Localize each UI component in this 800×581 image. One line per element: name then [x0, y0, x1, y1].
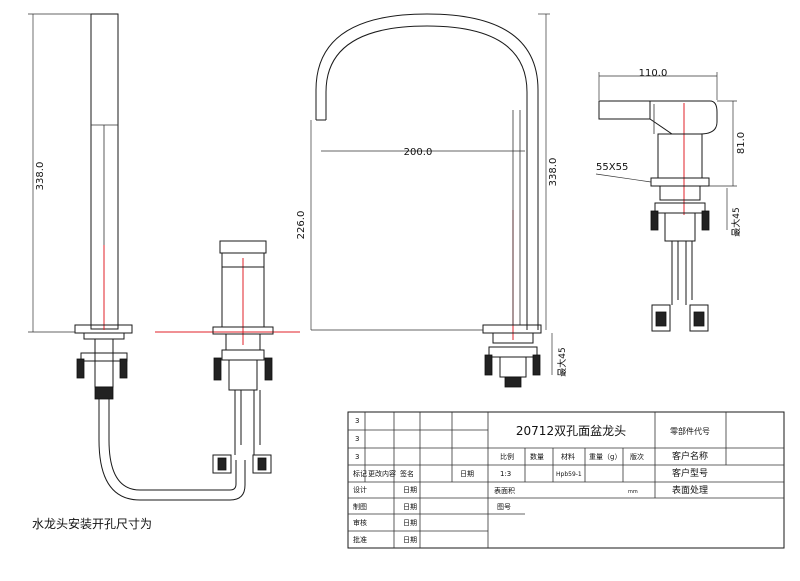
shower-bolt-left [76, 358, 85, 379]
shower-nut [80, 352, 128, 362]
spout-neck [492, 332, 534, 344]
handle-bolt-right [701, 210, 710, 231]
spout-connector [504, 376, 522, 388]
handle-shank [664, 212, 696, 242]
hand-shower-view: 338.0 [28, 13, 246, 501]
valve-fitting-left [212, 454, 232, 474]
shower-bolt-right [119, 358, 128, 379]
row-mark-1: 3 [355, 417, 359, 425]
part-code-label: 零部件代号 [670, 426, 710, 436]
title-block-frame [347, 411, 785, 549]
spout-bolt-left [484, 354, 493, 376]
title-block: 3 3 3 20712双孔面盆龙头 零部件代号 标记 更改内容 签名 日期 比例… [347, 411, 785, 549]
handle-fitting-right-nut [693, 311, 705, 327]
dim-spout-reach: 200.0 [404, 147, 433, 158]
dim-base-size: 55X55 [596, 162, 628, 173]
spout-bolt-right [532, 354, 541, 376]
handle-body-block [657, 133, 703, 179]
handle-bolt-left [650, 210, 659, 231]
drawing-no-label: 图号 [497, 503, 511, 511]
leader-55x55 [595, 173, 652, 183]
dim-spout-clearance: 226.0 [296, 211, 307, 240]
row-mark-3: 3 [355, 453, 359, 461]
valve-fitting-right-nut [257, 457, 267, 471]
valve-nut [221, 349, 265, 361]
product-name: 20712双孔面盆龙头 [516, 424, 626, 438]
dim-spout-max45: 最大45 [556, 347, 568, 376]
hose-inner [108, 399, 237, 491]
role-review-date: 日期 [403, 519, 417, 527]
handle-fitting-right [689, 304, 709, 332]
role-approve-date: 日期 [403, 536, 417, 544]
valve-cap [219, 240, 267, 254]
dim-handle-height: 81.0 [736, 132, 747, 154]
handle-fitting-left-nut [655, 311, 667, 327]
surface-area: 表面积 [494, 486, 515, 495]
handle-neck [659, 185, 701, 201]
handle-nut [654, 202, 706, 214]
spout-arc-outer [315, 13, 539, 330]
spout-shank [499, 356, 527, 378]
col-version: 版次 [630, 452, 644, 461]
shower-nut-top [83, 332, 125, 340]
surface-finish: 表面处理 [672, 484, 708, 496]
handle-base [650, 177, 710, 187]
col-sign: 签名 [400, 469, 414, 478]
role-review: 审核 [353, 518, 367, 527]
spout-arc-inner [325, 25, 528, 330]
col-scale: 比例 [500, 452, 514, 461]
col-date: 日期 [460, 470, 474, 478]
spout-nut [488, 346, 538, 358]
col-mark: 标记 [353, 469, 367, 478]
handle-lever [598, 100, 651, 120]
scale-value: 1:3 [500, 470, 511, 478]
dim-handle-max45: 最大45 [730, 207, 742, 236]
dim-handshower-height: 338.0 [35, 162, 46, 191]
shower-connector [94, 386, 114, 400]
valve-bolt-left [213, 357, 222, 381]
valve-shank [228, 359, 258, 391]
valve-bolt-right [264, 357, 273, 381]
spout-base [482, 324, 542, 334]
handle-body [649, 100, 718, 135]
shower-shank [94, 338, 114, 388]
col-material: 材料 [561, 452, 575, 461]
spout-view: 200.0 226.0 338.0 最大45 [296, 13, 568, 388]
hose-outer [98, 399, 246, 501]
dim-spout-height: 338.0 [548, 158, 559, 187]
role-draft: 制图 [353, 502, 367, 511]
col-change: 更改内容 [368, 469, 396, 478]
valve-fitting-right [252, 454, 272, 474]
handle-fitting-left [651, 304, 671, 332]
col-weight: 重量（g） [589, 453, 621, 461]
customer-model: 客户型号 [672, 467, 708, 479]
valve-fitting-left-nut [217, 457, 227, 471]
customer-name: 客户名称 [672, 450, 708, 462]
handle-side-view: 110.0 81.0 55X55 最大45 [595, 68, 747, 332]
valve-body-view [155, 240, 300, 474]
row-mark-2: 3 [355, 435, 359, 443]
role-draft-date: 日期 [403, 503, 417, 511]
dim-handle-width: 110.0 [639, 68, 668, 79]
role-approve: 批准 [353, 535, 367, 544]
col-quantity: 数量 [530, 452, 544, 461]
role-design: 设计 [353, 485, 367, 494]
hole-size-caption: 水龙头安装开孔尺寸为 [32, 516, 152, 531]
role-design-date: 日期 [403, 486, 417, 494]
unit-note: mm [628, 489, 638, 495]
material-value: Hpb59-1 [556, 471, 582, 478]
